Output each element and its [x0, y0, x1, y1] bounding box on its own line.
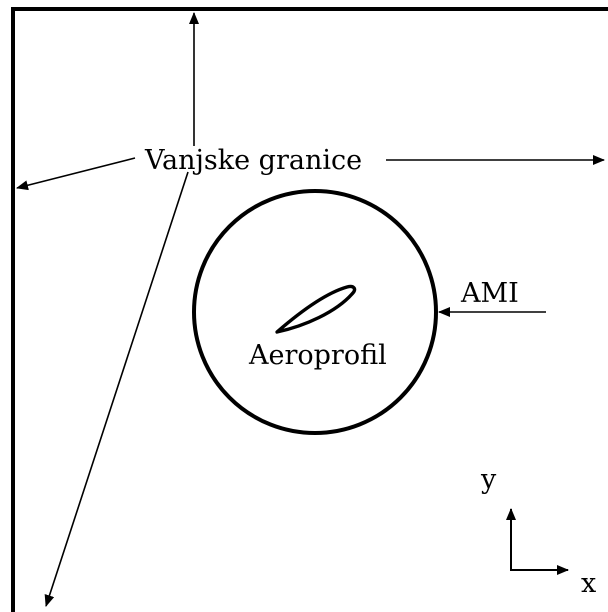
outer-boundaries-label: Vanjske granice	[144, 145, 362, 176]
ami-circle	[192, 189, 438, 435]
ami-label: AMI	[460, 278, 519, 309]
arrow-to-bottom-boundary	[44, 171, 189, 607]
airfoil-label: Aeroprofil	[248, 340, 387, 371]
airfoil-shape	[275, 284, 357, 334]
arrow-to-left-boundary	[16, 157, 136, 191]
y-axis-label: y	[480, 464, 497, 495]
outer-boundary-box	[11, 7, 608, 612]
x-axis-label: x	[581, 568, 596, 599]
